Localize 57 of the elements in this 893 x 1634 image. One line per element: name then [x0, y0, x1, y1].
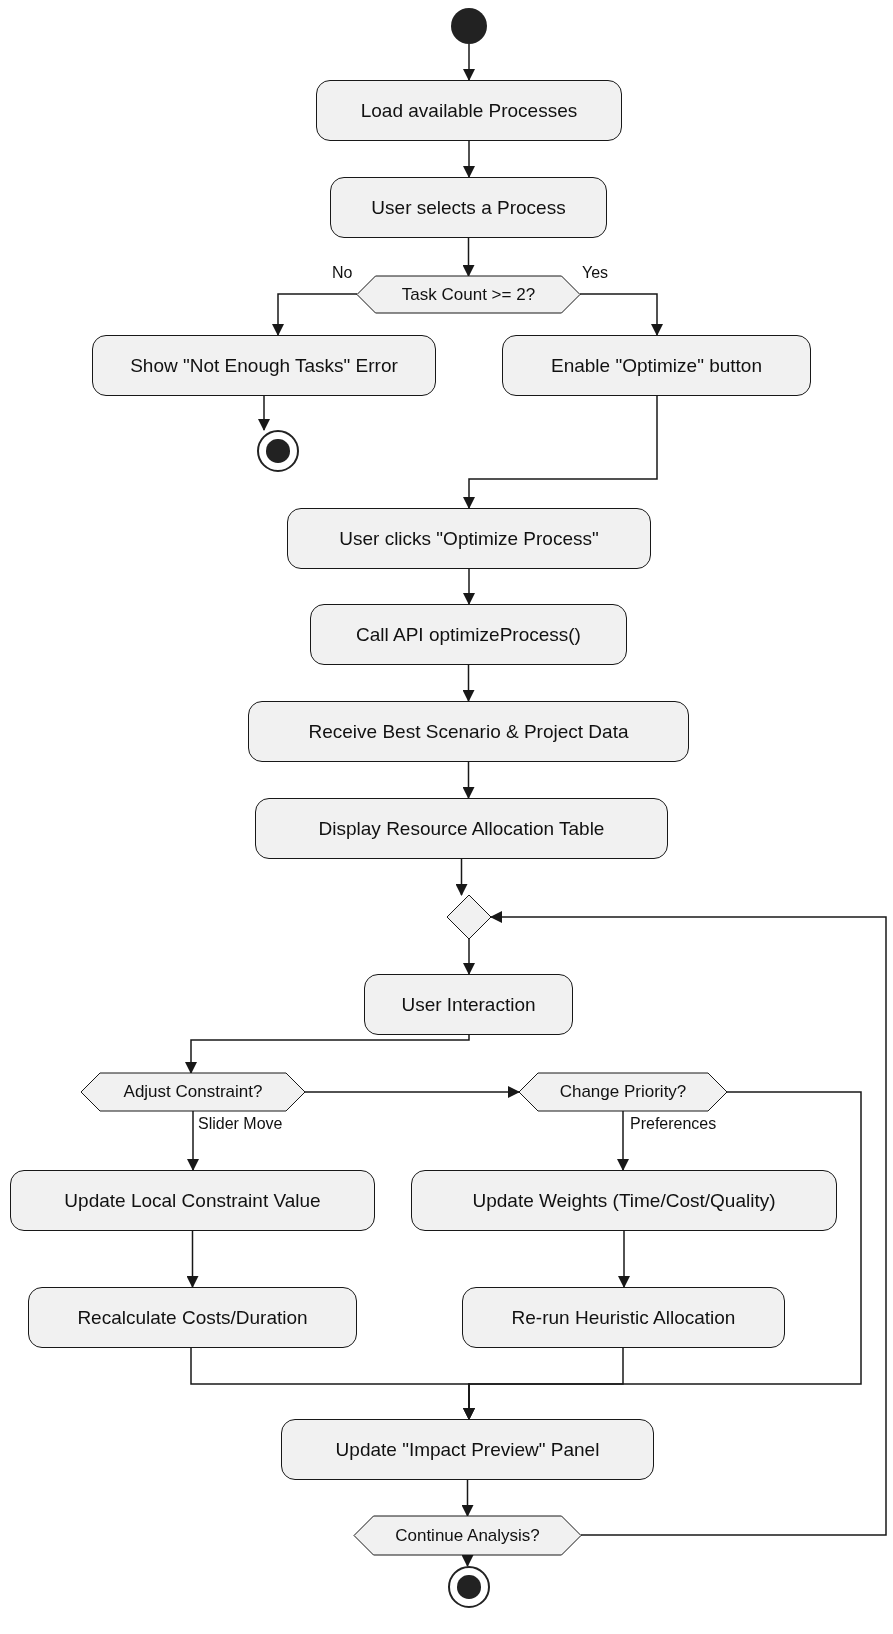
arrow: [490, 911, 887, 1536]
action-box: [287, 508, 651, 569]
arrow: [618, 1230, 630, 1288]
arrow: [462, 664, 475, 702]
action-label: Update Weights (Time/Cost/Quality): [472, 1189, 776, 1212]
arrow: [462, 761, 475, 799]
action-box: [316, 80, 622, 141]
action-box: [462, 1287, 785, 1348]
decision-label: Continue Analysis?: [395, 1525, 540, 1546]
decision-label: Adjust Constraint?: [123, 1082, 263, 1102]
arrow: [463, 1091, 862, 1420]
arrow: [185, 1034, 470, 1074]
action-label: Receive Best Scenario & Project Data: [308, 720, 629, 743]
arrow: [617, 1110, 629, 1171]
arrow: [455, 858, 468, 896]
action-label: User Interaction: [401, 993, 536, 1016]
action-label: Display Resource Allocation Table: [318, 817, 605, 840]
action-label: Call API optimizeProcess(): [356, 623, 581, 646]
arrow: [461, 1554, 474, 1567]
action-box: [330, 177, 607, 238]
action-box: [281, 1419, 654, 1480]
arrow: [463, 568, 475, 605]
action-box: [255, 798, 668, 859]
action-box: [310, 604, 627, 665]
action-label: Show "Not Enough Tasks" Error: [130, 354, 398, 377]
action-box: [10, 1170, 375, 1231]
arrow: [463, 395, 658, 509]
arrow: [462, 237, 475, 277]
arrow: [258, 395, 270, 431]
end-node: [448, 1566, 490, 1608]
arrow: [304, 1086, 520, 1098]
decision-label: Change Priority?: [559, 1082, 687, 1102]
arrow: [463, 43, 475, 81]
action-label: Enable "Optimize" button: [551, 354, 762, 377]
action-box: [364, 974, 573, 1035]
action-box: [28, 1287, 357, 1348]
arrow: [187, 1110, 199, 1171]
arrow: [186, 1230, 199, 1288]
action-label: Re-run Heuristic Allocation: [511, 1306, 736, 1329]
action-box: [502, 335, 811, 396]
end-node: [257, 430, 299, 472]
action-box: [411, 1170, 837, 1231]
arrow: [579, 293, 663, 336]
action-label: Update Local Constraint Value: [64, 1189, 321, 1212]
arrow: [463, 140, 475, 178]
action-label: Load available Processes: [360, 99, 578, 122]
action-label: User clicks "Optimize Process": [339, 527, 599, 550]
action-label: Update "Impact Preview" Panel: [335, 1438, 600, 1461]
action-label: User selects a Process: [371, 196, 566, 219]
arrow: [272, 293, 358, 336]
arrow: [461, 1479, 474, 1517]
arrow: [463, 938, 475, 975]
action-box: [92, 335, 436, 396]
action-box: [248, 701, 689, 762]
start-node: [451, 8, 487, 44]
action-label: Recalculate Costs/Duration: [77, 1306, 308, 1329]
decision-label: Task Count >= 2?: [401, 284, 536, 305]
